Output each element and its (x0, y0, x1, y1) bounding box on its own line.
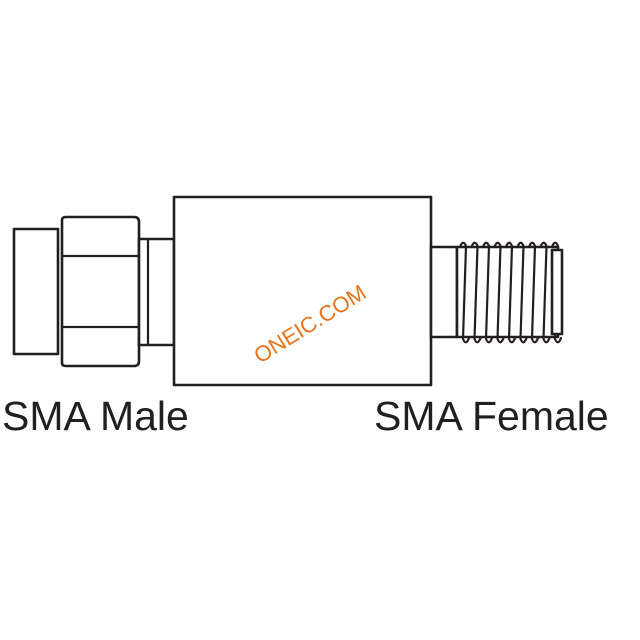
thread-crest (481, 241, 494, 344)
thread-crest (539, 241, 551, 344)
female-collar (429, 245, 459, 339)
sma-male-connector (12, 215, 176, 368)
thread-crest (493, 241, 505, 344)
male-neck (137, 237, 176, 347)
male-back-cap (12, 227, 60, 356)
thread-lines (458, 241, 563, 344)
sma-male-label: SMA Male (2, 393, 189, 439)
female-tip (550, 248, 564, 336)
male-hex-nut (60, 215, 141, 368)
sma-female-connector (429, 241, 564, 344)
sma-female-label: SMA Female (374, 393, 609, 439)
adapter-body (172, 195, 433, 387)
female-threaded-barrel (455, 245, 560, 339)
thread-crest (516, 241, 528, 344)
thread-crest (470, 241, 482, 344)
thread-crest (458, 241, 471, 344)
thread-crest (504, 241, 517, 344)
thread-crest (527, 241, 540, 344)
